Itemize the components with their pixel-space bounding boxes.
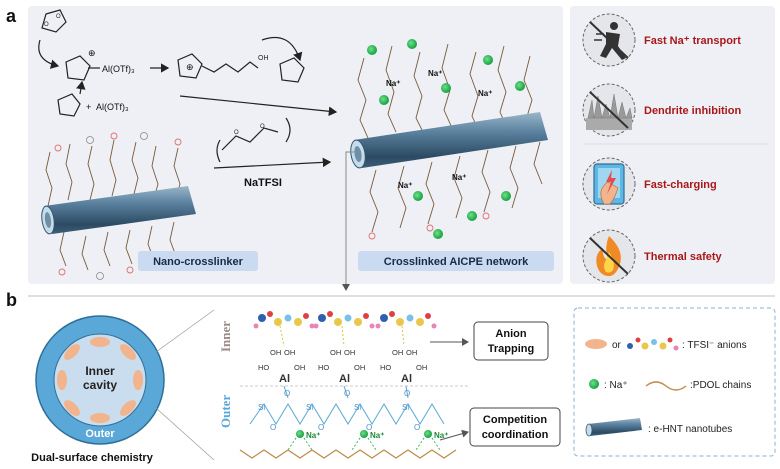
oh-label: OH (330, 348, 341, 357)
o-label: O (270, 423, 276, 432)
ho-label: HO (258, 363, 269, 372)
reagent-text: Al(OTf)₃ (102, 64, 135, 74)
anion-trapping-line1: Anion (495, 328, 526, 340)
al-label: Al (279, 373, 290, 385)
feature-label: Fast-charging (644, 179, 717, 191)
nano-crosslinker-box (138, 251, 258, 271)
svg-text:O: O (44, 22, 49, 28)
feature-label: Dendrite inhibition (644, 105, 741, 117)
phone-charging-icon (593, 163, 625, 205)
charge-mark: ⊕ (88, 48, 96, 58)
anion-trapping-box (473, 321, 549, 361)
molecular-structure: Inner Outer (218, 311, 470, 459)
o-label: O (344, 389, 350, 398)
nano-crosslinker-label: Nano-crosslinker (153, 256, 244, 268)
ho-label: HO (318, 363, 329, 372)
hnt-swatch (585, 418, 642, 437)
network-na-labels: Na⁺ Na⁺ Na⁺ Na⁺ Na⁺ (386, 69, 492, 190)
svg-text:O: O (56, 14, 61, 20)
o-label: O (404, 389, 410, 398)
si-label: Si (354, 403, 361, 412)
legend-na: : Na⁺ (604, 380, 628, 391)
inner-cavity-line2: cavity (83, 378, 117, 392)
competition-line2: coordination (482, 429, 549, 441)
features-panel (570, 6, 775, 284)
outer-label: Outer (85, 428, 115, 440)
oh-label: OH (344, 348, 355, 357)
oh-label: OH (354, 363, 365, 372)
na-label: Na⁺ (428, 69, 442, 78)
feature-fast-transport: Fast Na⁺ transport (582, 13, 741, 67)
competition-line1: Competition (483, 414, 547, 426)
si-label: Si (306, 403, 313, 412)
al-label: Al (401, 373, 412, 385)
svg-text:OH: OH (258, 55, 269, 62)
plus-sign: + (86, 102, 91, 112)
na-label-b: Na⁺ (306, 431, 320, 440)
tfsi-molecule-swatch (627, 337, 679, 351)
o-label: O (318, 423, 324, 432)
na-label: Na⁺ (386, 79, 400, 88)
svg-text:O: O (260, 124, 265, 130)
feature-label: Fast Na⁺ transport (644, 35, 741, 47)
crosslinked-network-illustration (350, 39, 548, 240)
si-label: Si (258, 403, 265, 412)
oh-label: OH (406, 348, 417, 357)
al-label: Al (339, 373, 350, 385)
competition-box (469, 407, 561, 447)
oh-label: OH (392, 348, 403, 357)
network-box (358, 251, 554, 271)
panel-b-label: b (6, 290, 17, 310)
na-label: Na⁺ (398, 181, 412, 190)
na-label-b: Na⁺ (370, 431, 384, 440)
panel-a-label: a (6, 6, 17, 26)
na-swatch (589, 379, 599, 389)
na-label: Na⁺ (478, 89, 492, 98)
legend-box (573, 307, 776, 457)
svg-text:O: O (234, 130, 239, 136)
tfsi-anions (253, 311, 437, 329)
na-label-b: Na⁺ (434, 431, 448, 440)
o-label: O (414, 423, 420, 432)
oh-label: OH (416, 363, 427, 372)
anion-trapping-line2: Trapping (488, 343, 534, 355)
tube-cross-section (35, 315, 165, 445)
inner-cavity-line1: Inner (85, 364, 115, 378)
outer-side-label: Outer (218, 395, 233, 428)
feature-fast-charging: Fast-charging (582, 157, 717, 211)
legend: or : TFSI⁻ anions : Na⁺ :PDOL chains : e… (585, 337, 751, 437)
pink-anion-swatch (585, 339, 607, 349)
oh-label: OH (284, 348, 295, 357)
na-label: Na⁺ (452, 173, 466, 182)
o-label: O (366, 423, 372, 432)
reaction-scheme: O O Al(OTf)₃ ⊕ + Al(OTf)₃ ⊕ OH O O (38, 9, 338, 169)
feature-label: Thermal safety (644, 251, 723, 263)
nano-crosslinker-illustration (41, 132, 196, 280)
o-label: O (284, 389, 290, 398)
reagent-text-2: Al(OTf)₃ (96, 102, 129, 112)
dual-surface-label: Dual-surface chemistry (31, 452, 154, 464)
legend-or: or (612, 340, 622, 351)
ho-label: HO (380, 363, 391, 372)
connector-line (342, 151, 354, 291)
legend-tfsi: : TFSI⁻ anions (682, 340, 747, 351)
feature-thermal-safety: Thermal safety (582, 229, 723, 283)
oh-label: OH (294, 363, 305, 372)
network-label: Crosslinked AICPE network (384, 256, 529, 268)
oh-label: OH (270, 348, 281, 357)
si-label: Si (402, 403, 409, 412)
charge-mark-2: ⊕ (186, 62, 194, 72)
pdol-chain (239, 449, 457, 459)
natfsi-label: NaTFSI (244, 177, 282, 189)
pdol-swatch (645, 381, 687, 391)
legend-pdol: :PDOL chains (690, 380, 751, 391)
legend-hnt: : e-HNT nanotubes (648, 424, 732, 435)
inner-side-label: Inner (218, 321, 233, 352)
feature-dendrite-inhibition: Dendrite inhibition (582, 83, 741, 137)
